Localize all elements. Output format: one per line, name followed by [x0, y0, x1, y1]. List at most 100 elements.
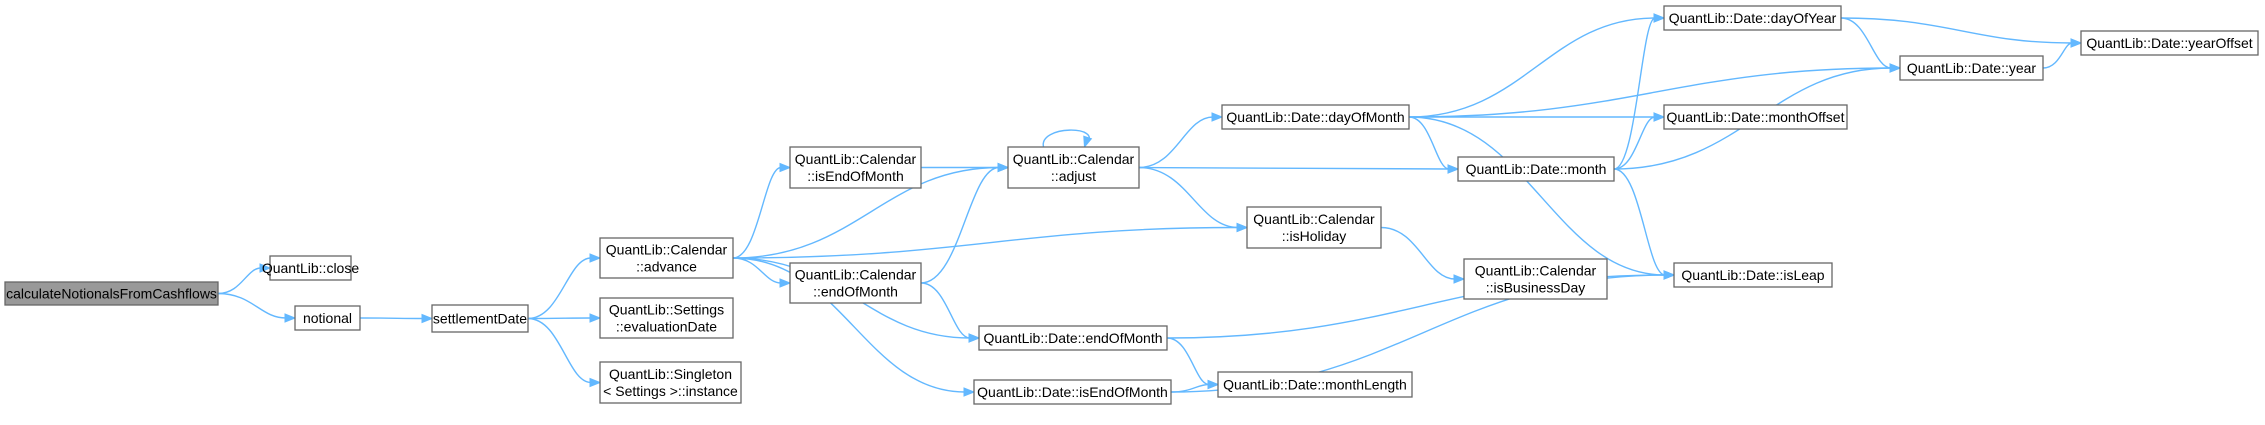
node-box — [269, 255, 352, 281]
edge-month-to-month-offset — [1613, 112, 1666, 170]
edge-advance-to-is-holiday — [732, 222, 1249, 259]
node-month-offset[interactable]: QuantLib::Date::monthOffset — [1663, 104, 1848, 130]
edge-line — [527, 317, 592, 384]
edge-line — [732, 166, 782, 259]
edge-arrowhead — [284, 313, 297, 323]
node-day-of-month[interactable]: QuantLib::Date::dayOfMonth — [1221, 104, 1410, 130]
node-label-line: QuantLib::Date::endOfMonth — [984, 330, 1163, 346]
edge-arrowhead — [2070, 38, 2083, 48]
node-box — [431, 304, 529, 333]
node-month[interactable]: QuantLib::Date::month — [1457, 156, 1615, 182]
edge-end-of-month-cal-to-date-end-of-month — [920, 282, 981, 343]
node-is-holiday[interactable]: QuantLib::Calendar::isHoliday — [1246, 206, 1382, 249]
edge-line — [920, 166, 1000, 284]
node-label-line: QuantLib::Calendar — [1013, 151, 1135, 167]
edge-arrowhead — [1447, 164, 1460, 174]
node-is-leap[interactable]: QuantLib::Date::isLeap — [1673, 262, 1833, 288]
edge-line — [1380, 226, 1456, 280]
node-is-business-day[interactable]: QuantLib::Calendar::isBusinessDay — [1463, 258, 1608, 300]
edge-arrowhead — [779, 162, 792, 173]
edge-day-of-year-to-year — [1840, 17, 1902, 73]
node-close[interactable]: QuantLib::close — [262, 255, 359, 281]
edge-adjust-to-day-of-month — [1138, 112, 1224, 169]
node-box — [978, 325, 1168, 351]
node-instance[interactable]: QuantLib::Singleton< Settings >::instanc… — [599, 361, 742, 404]
node-label-line: QuantLib::Calendar — [795, 151, 917, 167]
node-label-line: QuantLib::Calendar — [1475, 263, 1597, 279]
node-year[interactable]: QuantLib::Date::year — [1899, 55, 2044, 81]
node-box — [1457, 156, 1615, 182]
edge-line — [527, 317, 592, 320]
node-label-line: notional — [303, 310, 352, 326]
edge-settlement-date-to-evaluation-date — [527, 313, 602, 323]
node-label-line: settlementDate — [433, 311, 527, 327]
edge-arrowhead — [589, 313, 602, 323]
edge-arrowhead — [589, 253, 602, 263]
edge-arrowhead — [1453, 274, 1466, 284]
node-box — [1463, 258, 1608, 300]
edge-line — [732, 257, 966, 393]
edge-line — [1408, 67, 1892, 118]
edge-line — [1613, 168, 1666, 276]
edge-end-of-month-cal-to-adjust — [920, 162, 1010, 284]
edge-line — [1138, 166, 1239, 229]
call-nodes: calculateNotionalsFromCashflowsQuantLib:… — [4, 5, 2259, 405]
edge-line — [1138, 166, 1450, 170]
node-box — [1221, 104, 1410, 130]
node-label-line: QuantLib::Singleton — [609, 366, 732, 382]
edge-is-holiday-to-is-business-day — [1380, 226, 1466, 284]
edge-calc-to-notional — [217, 292, 297, 323]
node-advance[interactable]: QuantLib::Calendar::advance — [599, 237, 734, 279]
node-month-length[interactable]: QuantLib::Date::monthLength — [1217, 371, 1413, 398]
edge-line — [1613, 116, 1656, 170]
node-label-line: QuantLib::Date::dayOfYear — [1669, 10, 1837, 26]
node-end-of-month-cal[interactable]: QuantLib::Calendar::endOfMonth — [789, 262, 922, 304]
edge-day-of-month-to-month-offset — [1409, 112, 1666, 122]
edge-line — [217, 292, 287, 319]
edge-line — [1408, 116, 1450, 170]
edge-line — [1613, 17, 1656, 170]
node-date-end-of-month[interactable]: QuantLib::Date::endOfMonth — [978, 325, 1168, 351]
node-box — [789, 262, 922, 304]
node-label-line: calculateNotionalsFromCashflows — [6, 286, 217, 302]
node-box — [789, 146, 922, 189]
node-label-line: ::isHoliday — [1282, 228, 1347, 244]
edge-adjust-to-month — [1138, 164, 1460, 174]
node-calc[interactable]: calculateNotionalsFromCashflows — [4, 281, 219, 306]
node-label-line: QuantLib::Date::isLeap — [1681, 267, 1824, 283]
node-label-line: ::advance — [636, 259, 697, 275]
node-box — [4, 281, 219, 306]
edge-arrowhead — [1653, 13, 1666, 23]
node-box — [1007, 146, 1140, 189]
node-label-line: QuantLib::Calendar — [606, 242, 728, 258]
node-box — [1899, 55, 2044, 81]
node-box — [1663, 5, 1842, 31]
edge-arrowhead — [968, 333, 981, 343]
node-box — [1663, 104, 1848, 130]
node-label-line: QuantLib::Date::yearOffset — [2086, 35, 2252, 51]
edge-arrowhead — [1083, 135, 1093, 149]
edge-line — [1840, 17, 2073, 44]
node-label-line: < Settings >::instance — [603, 383, 738, 399]
edge-line — [527, 257, 592, 320]
node-year-offset[interactable]: QuantLib::Date::yearOffset — [2080, 30, 2259, 56]
edge-adjust-to-is-holiday — [1138, 166, 1249, 233]
node-box — [973, 379, 1172, 405]
node-date-is-end-of-month[interactable]: QuantLib::Date::isEndOfMonth — [973, 379, 1172, 405]
edge-line — [732, 226, 1239, 259]
node-adjust[interactable]: QuantLib::Calendar::adjust — [1007, 146, 1140, 189]
node-box — [1246, 206, 1382, 249]
edge-line — [1042, 129, 1090, 148]
node-notional[interactable]: notional — [294, 305, 361, 331]
node-day-of-year[interactable]: QuantLib::Date::dayOfYear — [1663, 5, 1842, 31]
edge-year-to-year-offset — [2042, 38, 2083, 69]
node-settlement-date[interactable]: settlementDate — [431, 304, 529, 333]
node-label-line: QuantLib::Date::monthLength — [1223, 377, 1407, 393]
edge-line — [1408, 17, 1656, 118]
node-label-line: QuantLib::Settings — [609, 302, 724, 318]
node-box — [2080, 30, 2259, 56]
node-is-end-of-month-cal[interactable]: QuantLib::Calendar::isEndOfMonth — [789, 146, 922, 189]
node-evaluation-date[interactable]: QuantLib::Settings::evaluationDate — [599, 297, 734, 339]
node-box — [599, 361, 742, 404]
edge-line — [1166, 337, 1210, 386]
